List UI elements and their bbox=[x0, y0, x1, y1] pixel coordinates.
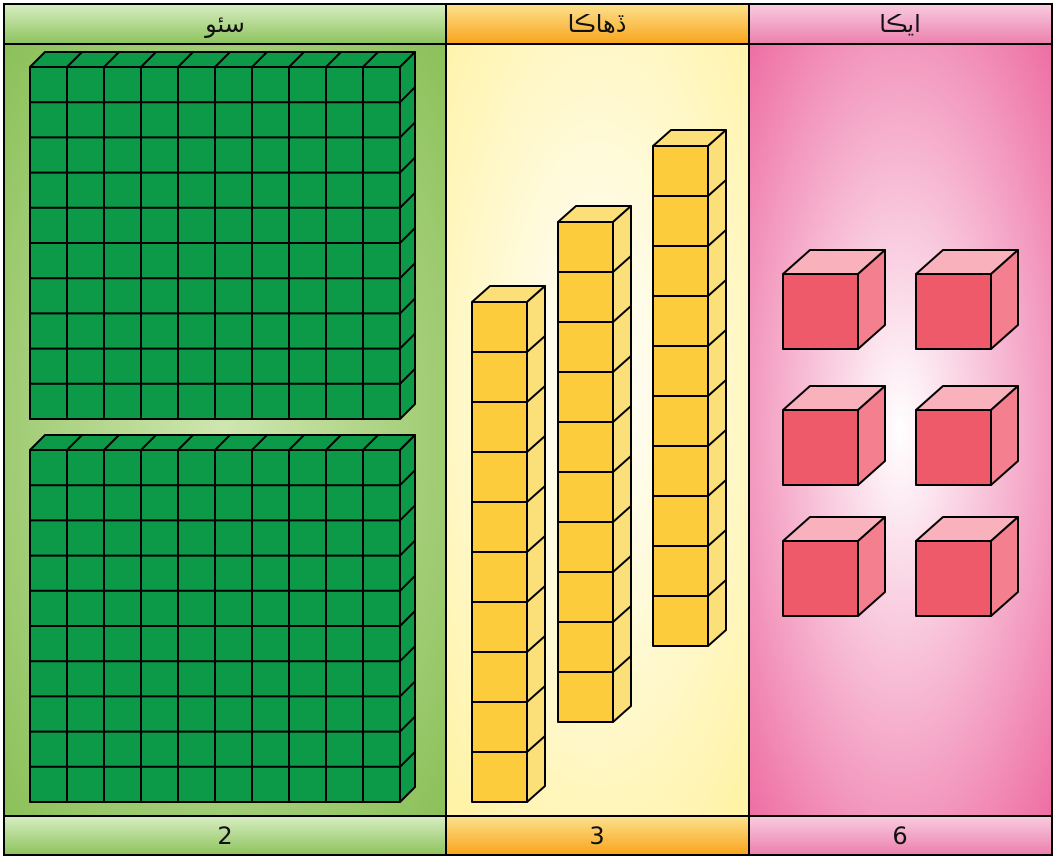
hundred-flat bbox=[30, 52, 415, 419]
one-cube bbox=[916, 250, 1018, 349]
hundred-flat bbox=[30, 435, 415, 802]
hundreds-header: سئو bbox=[204, 10, 245, 38]
one-cube bbox=[916, 517, 1018, 616]
one-cube bbox=[916, 386, 1018, 485]
tens-header: ڏهاڪا bbox=[568, 10, 627, 38]
hundreds-count: 2 bbox=[217, 822, 232, 850]
one-cube bbox=[783, 386, 885, 485]
one-cube bbox=[783, 517, 885, 616]
ten-rod bbox=[558, 206, 631, 722]
one-cube bbox=[783, 250, 885, 349]
ten-rod bbox=[472, 286, 545, 802]
ones-count: 6 bbox=[892, 822, 907, 850]
ten-rod bbox=[653, 130, 726, 646]
tens-count: 3 bbox=[589, 822, 604, 850]
ones-header: ايڪا bbox=[879, 10, 921, 38]
